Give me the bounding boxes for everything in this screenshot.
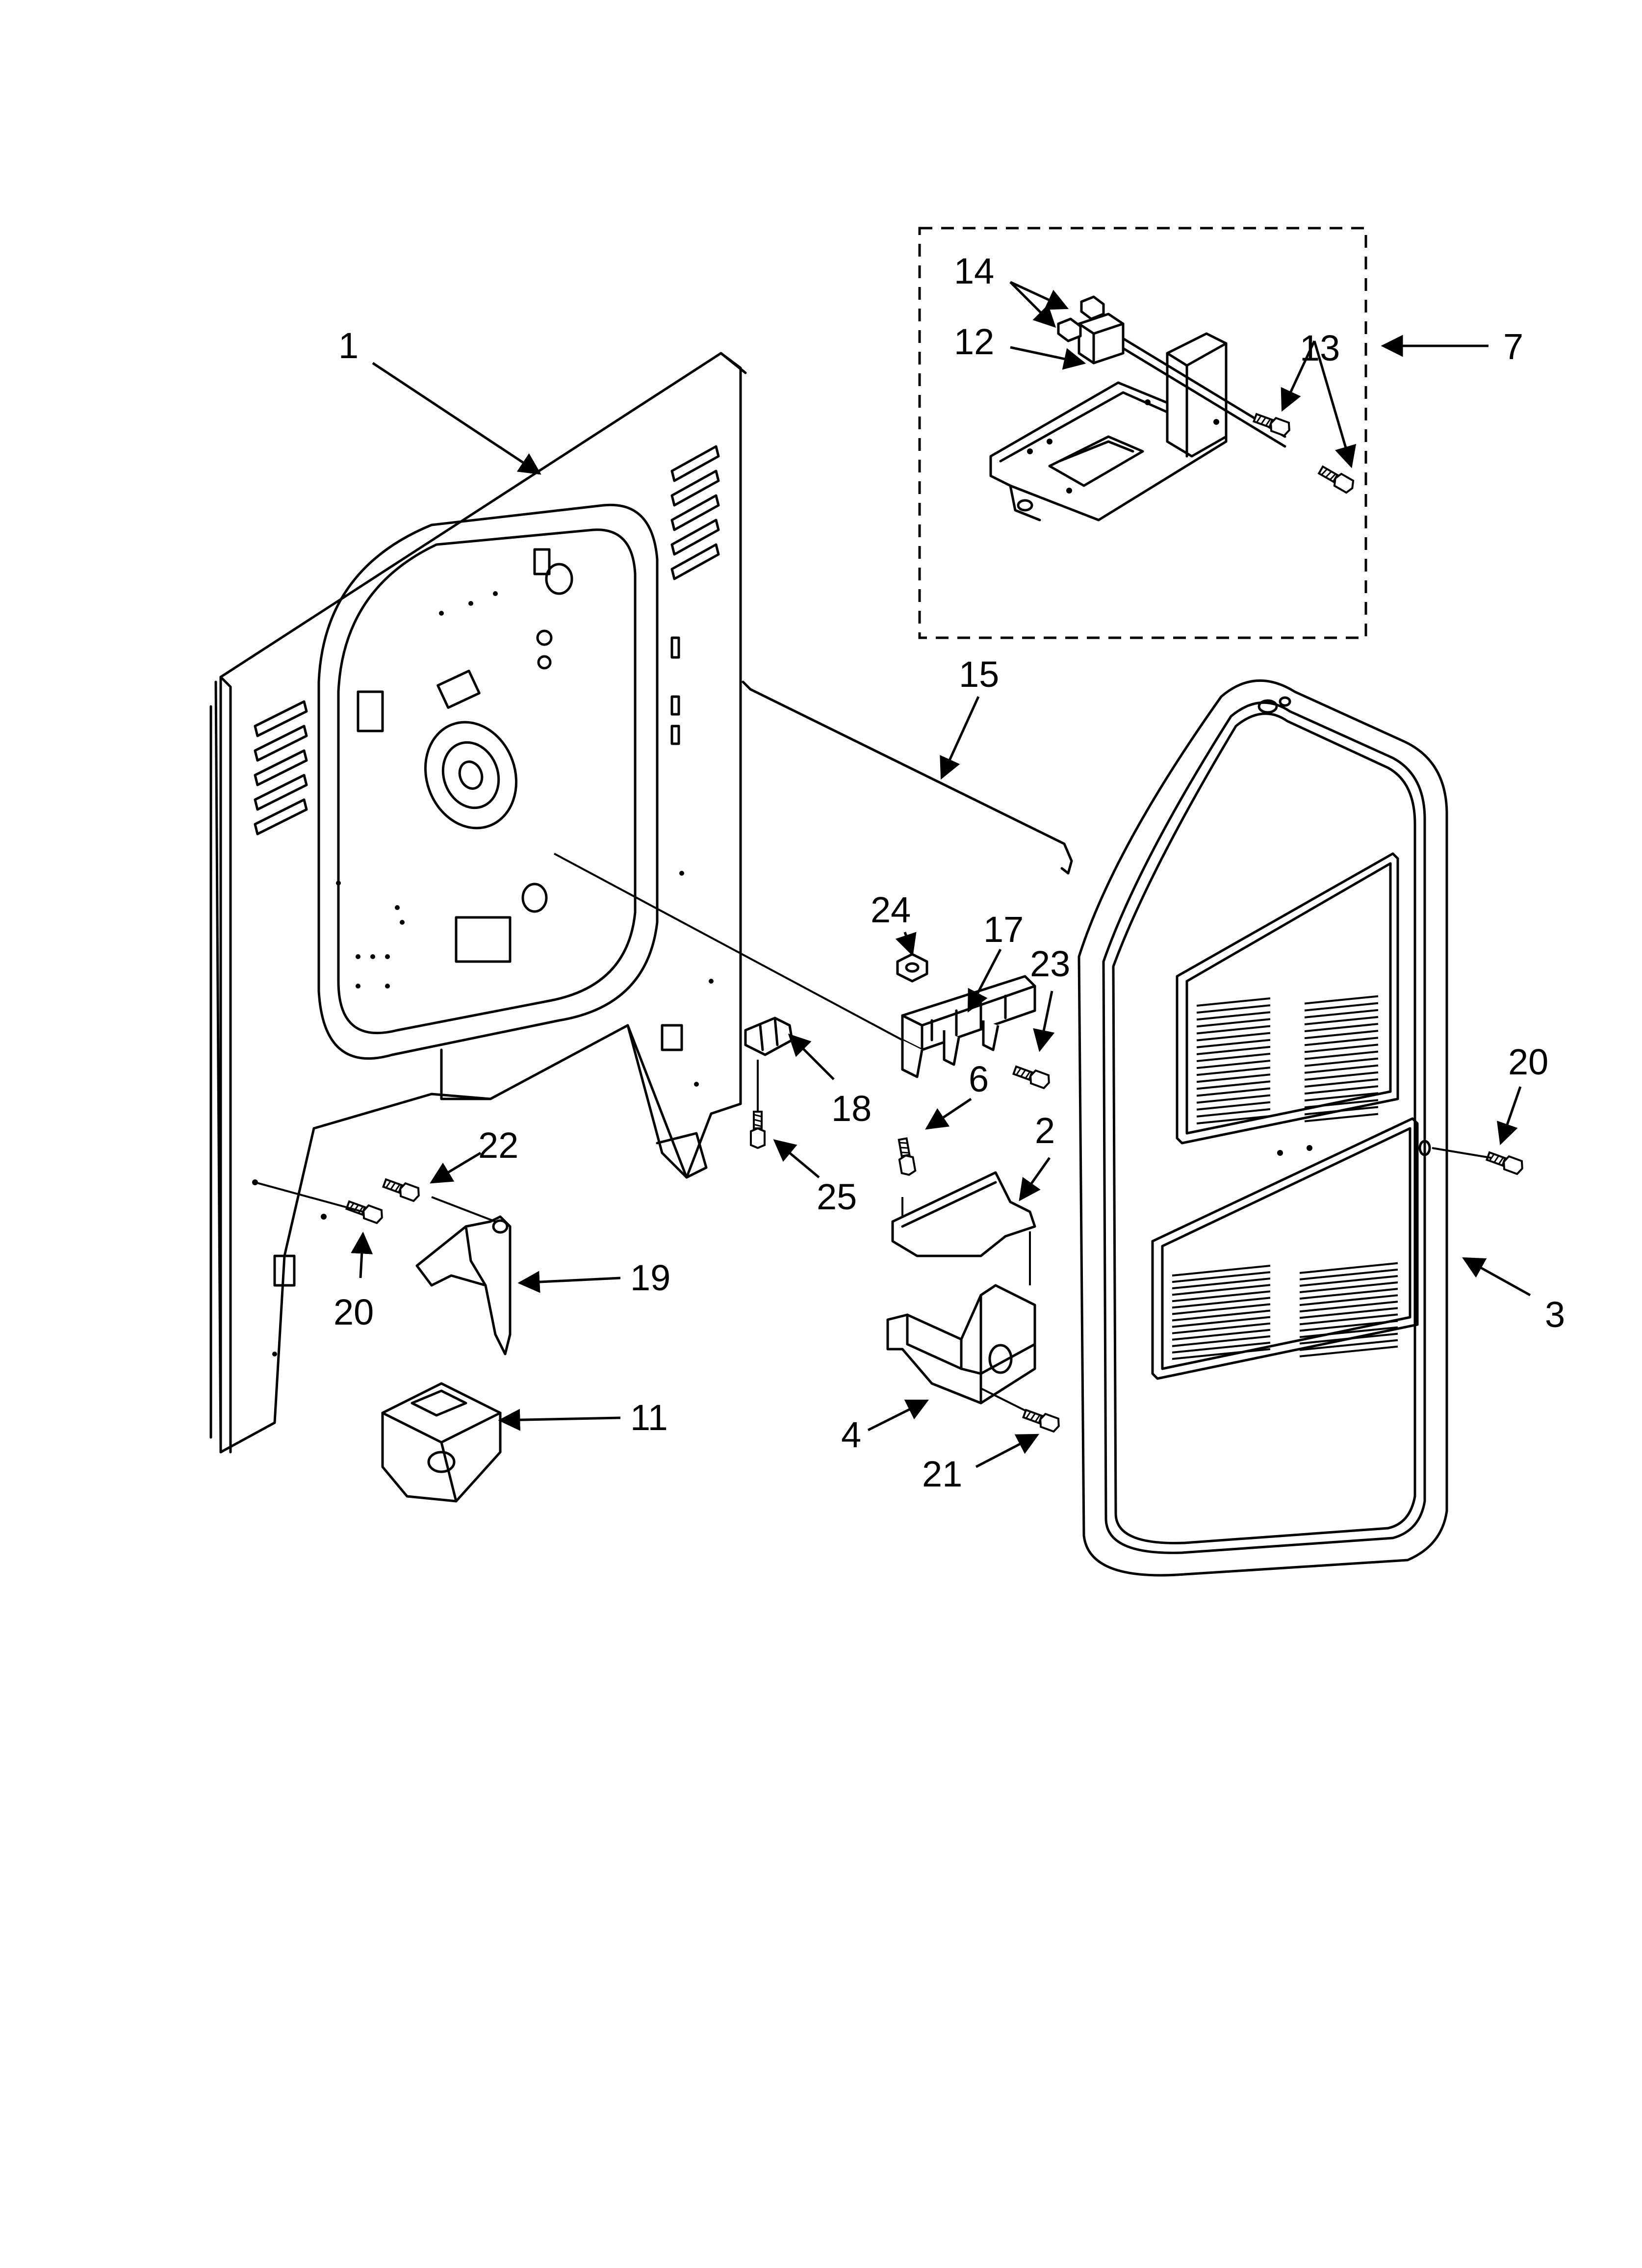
callout-7: 7 (1503, 326, 1523, 367)
callout-21: 21 (922, 1454, 962, 1494)
bracket-assembly (989, 313, 1286, 521)
callout-20-left: 20 (334, 1292, 374, 1332)
cover-plate (891, 1171, 1036, 1257)
callout-1: 1 (338, 325, 359, 366)
panel-guide-line (554, 853, 903, 1041)
callout-12: 12 (954, 321, 994, 362)
callout-2: 2 (1035, 1110, 1055, 1151)
callout-15: 15 (959, 654, 999, 695)
screw-25 (750, 1111, 766, 1149)
callout-6: 6 (969, 1059, 989, 1099)
bracket-guide-line (980, 1387, 1030, 1414)
rear-panel (209, 352, 747, 1454)
rod (742, 680, 1073, 875)
screw-20-left (344, 1198, 385, 1225)
hex-nut-lower (1057, 317, 1082, 342)
callout-17: 17 (983, 909, 1024, 950)
callout-19: 19 (630, 1257, 670, 1298)
screw-20-right (1485, 1148, 1526, 1176)
vent-slots-upper (1196, 995, 1379, 1124)
hex-nut-24 (896, 953, 928, 983)
callout-20-right: 20 (1508, 1042, 1548, 1082)
bracket-19-guide (431, 1196, 496, 1223)
vent-slots-lower (1172, 1262, 1398, 1360)
screw-23 (1011, 1063, 1052, 1090)
callout-22: 22 (478, 1125, 518, 1166)
screw-6 (895, 1137, 917, 1177)
cover-guide-line (1432, 1147, 1491, 1159)
callout-18: 18 (831, 1088, 872, 1129)
kit-boundary-box (918, 227, 1367, 639)
access-cover (1078, 679, 1448, 1577)
leader-lines (351, 281, 1531, 1468)
hex-nut-upper (1080, 295, 1105, 320)
screw-13a (1252, 410, 1293, 438)
screw-13b (1316, 463, 1357, 495)
mounting-bracket (886, 1284, 1036, 1405)
callout-23: 23 (1030, 943, 1070, 984)
side-bracket (415, 1215, 512, 1356)
clip (744, 1017, 794, 1056)
screw-20-guide (255, 1181, 363, 1213)
callout-4: 4 (841, 1414, 861, 1455)
screw-21 (1021, 1406, 1062, 1434)
callout-24: 24 (871, 889, 911, 930)
callout-11: 11 (630, 1397, 668, 1438)
callout-14: 14 (954, 251, 994, 291)
callout-13: 13 (1300, 328, 1340, 368)
callout-3: 3 (1545, 1294, 1565, 1335)
housing (381, 1382, 502, 1503)
callout-25: 25 (817, 1176, 857, 1217)
screw-22 (381, 1175, 422, 1203)
